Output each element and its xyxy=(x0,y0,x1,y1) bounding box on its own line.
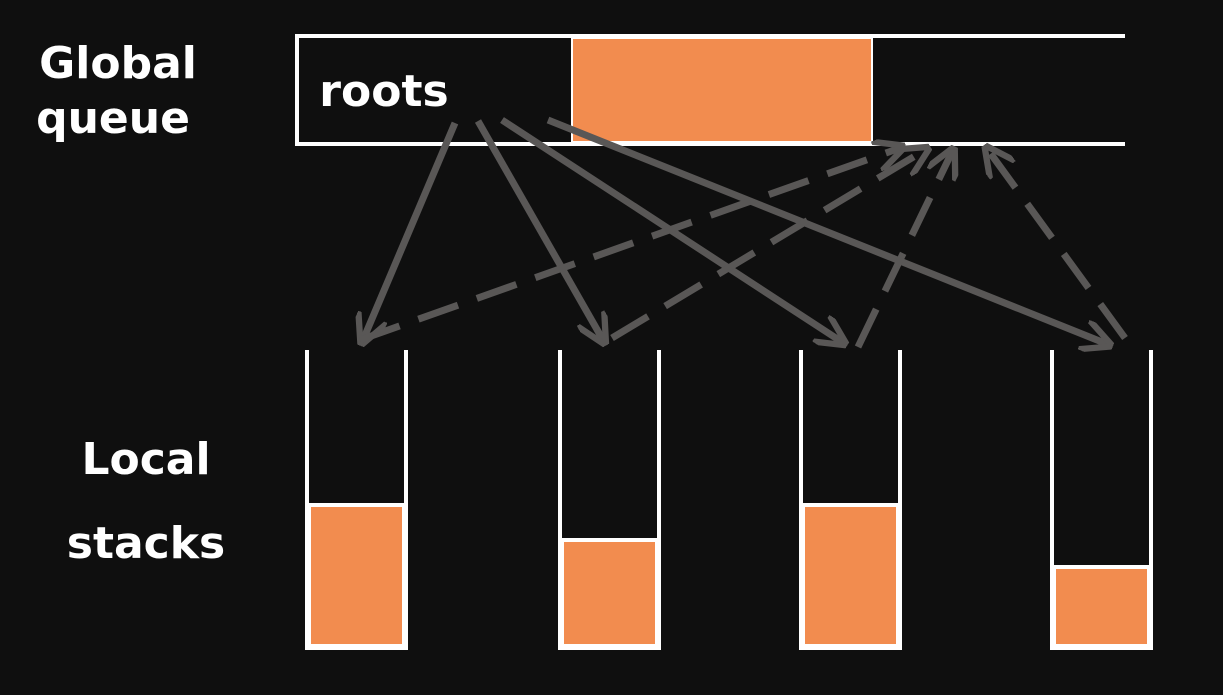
local-stack-2-frame xyxy=(558,350,661,650)
local-stack-2-fill xyxy=(560,538,659,648)
roots-label: roots xyxy=(319,66,448,117)
local-stack-1 xyxy=(305,350,408,650)
local-stack-1-frame xyxy=(305,350,408,650)
local-stack-4-frame xyxy=(1050,350,1153,650)
local-stacks-label-line2: stacks xyxy=(67,518,225,569)
local-stack-2 xyxy=(558,350,661,650)
local-stacks xyxy=(305,350,1153,650)
local-stack-3-fill xyxy=(801,503,900,648)
push-arrow-to-stack-2 xyxy=(474,119,603,340)
local-stack-3-frame xyxy=(799,350,902,650)
local-stack-4 xyxy=(1050,350,1153,650)
global-queue-label-line2: queue xyxy=(36,93,190,144)
return-arrow-from-stack-2 xyxy=(610,150,925,342)
local-stack-1-fill xyxy=(307,503,406,648)
global-queue-filled-segment xyxy=(571,37,873,143)
local-stacks-label-line1: Local xyxy=(81,434,210,485)
return-arrows xyxy=(358,148,1128,349)
return-arrow-from-stack-4 xyxy=(988,150,1128,341)
push-arrows xyxy=(363,116,1107,344)
push-arrow-to-stack-4 xyxy=(546,116,1107,344)
global-queue: roots xyxy=(295,34,1125,146)
push-arrow-to-stack-1 xyxy=(363,121,459,340)
global-queue-label-line1: Global xyxy=(39,38,197,89)
local-stack-3 xyxy=(799,350,902,650)
local-stack-4-fill xyxy=(1052,565,1151,648)
return-arrow-from-stack-3 xyxy=(854,152,952,349)
return-arrow-from-stack-1 xyxy=(358,148,900,344)
